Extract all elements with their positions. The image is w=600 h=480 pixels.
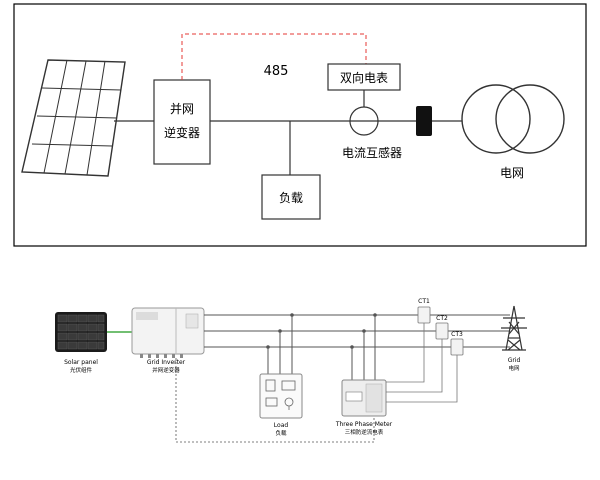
ct-label: 电流互感器 [342, 145, 402, 160]
inverter-en-label: Grid Inverter [147, 359, 186, 366]
grid-tower-icon [501, 305, 527, 351]
solar-en-label: Solar panel [64, 359, 98, 366]
load-en-label: Load [274, 422, 289, 429]
grid-transformer-icon [461, 84, 565, 154]
grid-cn-label: 电网 [508, 364, 520, 372]
rs485-comm-line [181, 33, 367, 80]
load-label: 负载 [279, 191, 303, 205]
meter-en-label: Three Phase Meter [335, 421, 393, 428]
meter-label: 双向电表 [340, 70, 388, 85]
grid-en-label: Grid [508, 357, 521, 364]
ct-signal-wires [386, 323, 458, 403]
inverter-label-1: 并网 [170, 102, 194, 116]
inverter-cn-label: 并网逆变器 [152, 366, 180, 374]
ct1-icon [417, 306, 431, 324]
ct3-label: CT3 [451, 331, 463, 338]
ct2-label: CT2 [436, 315, 448, 322]
breaker-icon [416, 106, 432, 136]
solar-cn-label: 光伏组件 [70, 366, 93, 374]
three-phase-meter-icon [341, 379, 387, 417]
solar-panel-icon [21, 59, 126, 177]
meter-cn-label: 三相防逆流电表 [345, 428, 384, 436]
top-frame [13, 3, 587, 247]
ct1-label: CT1 [418, 298, 430, 305]
comm-dotted-line [175, 358, 375, 443]
load-feed-lines [267, 315, 293, 374]
solar-panel-bottom-icon [55, 312, 107, 352]
ct3-icon [450, 338, 464, 356]
inverter-label-2: 逆变器 [164, 125, 200, 140]
inverter-box [153, 79, 211, 165]
grid-label: 电网 [500, 166, 524, 180]
grid-inverter-icon [131, 307, 205, 358]
comm-label: 485 [264, 64, 289, 79]
meter-feed-lines [351, 315, 376, 380]
three-phase-lines [204, 314, 510, 348]
load-box [261, 174, 321, 220]
load-bottom-icon [259, 373, 303, 419]
load-cn-label: 负载 [275, 429, 287, 437]
ct2-icon [435, 322, 449, 340]
